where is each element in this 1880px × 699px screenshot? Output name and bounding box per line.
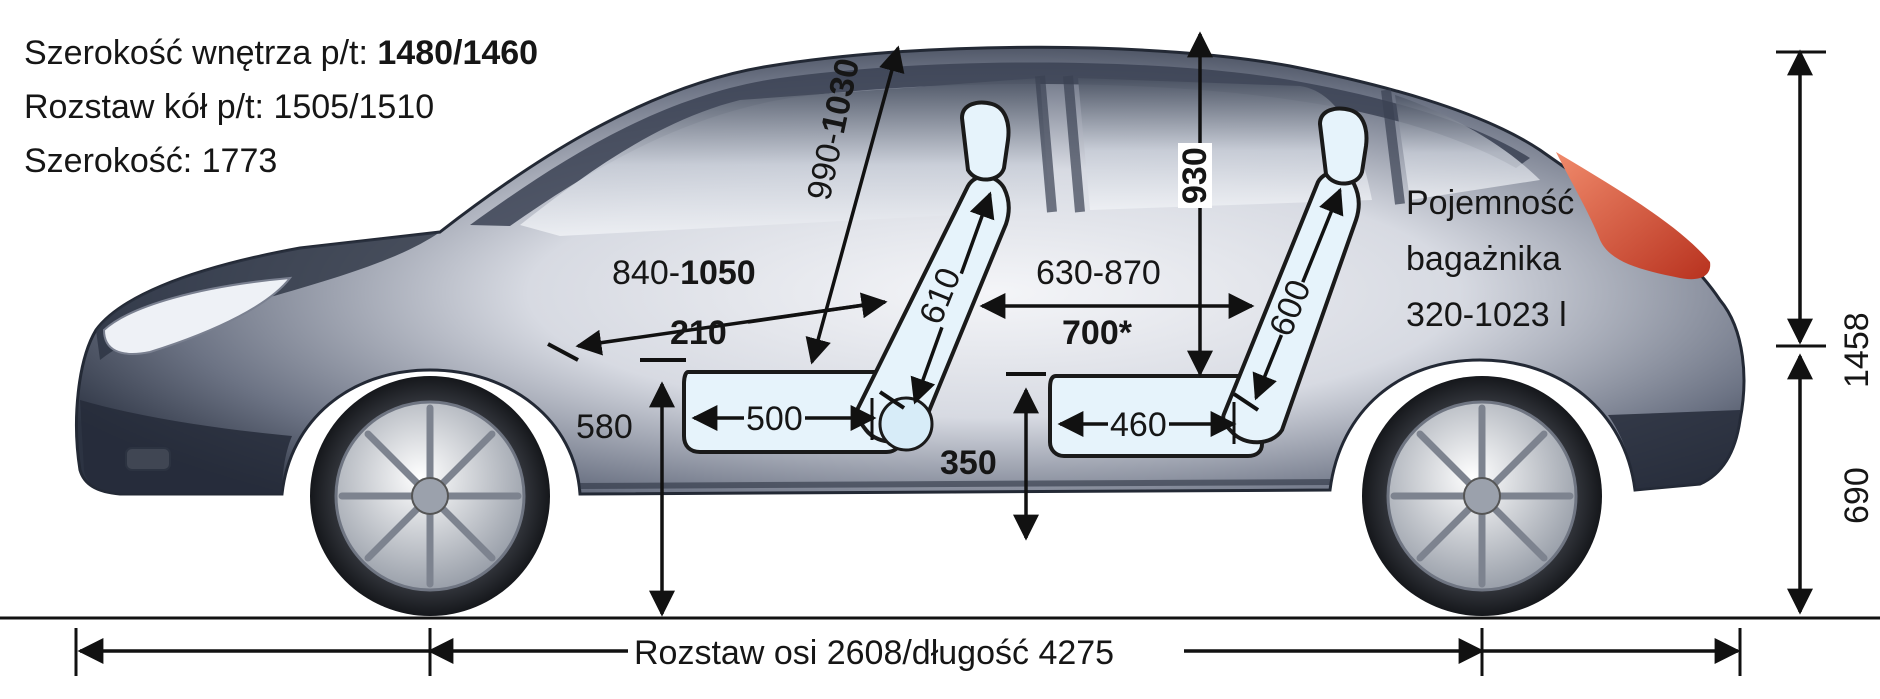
front-legroom-max: 1050 xyxy=(680,254,756,292)
front-seat-height-label: 580 xyxy=(576,408,633,446)
trunk-line3: 320-1023 l xyxy=(1406,296,1567,334)
front-headroom-arrow xyxy=(805,45,905,365)
front-legroom-label: 840-1050 xyxy=(612,256,756,290)
sill-height-label: 690 xyxy=(1838,467,1876,524)
length-label: Rozstaw osi 2608/długość 4275 xyxy=(634,634,1115,672)
spec-interior-width: Szerokość wnętrza p/t: 1480/1460 xyxy=(24,36,538,70)
rear-legroom-typical-label: 700* xyxy=(1062,314,1132,352)
rear-headroom-label: 930 xyxy=(1176,143,1214,208)
rear-legroom-range-label: 630-870 xyxy=(1036,254,1161,292)
trunk-line1: Pojemność xyxy=(1406,184,1575,222)
rear-seat-height-label: 350 xyxy=(940,444,997,482)
front-cushion-label: 210 xyxy=(670,314,727,352)
spec-interior-width-label: Szerokość wnętrza p/t: xyxy=(24,34,368,72)
trunk-line2: bagażnika xyxy=(1406,240,1562,278)
front-wheel xyxy=(310,376,550,616)
spec-width: Szerokość: 1773 xyxy=(24,144,277,178)
spec-interior-width-value: 1480/1460 xyxy=(377,34,539,72)
spec-track-label: Rozstaw kół p/t: xyxy=(24,88,264,126)
spec-track: Rozstaw kół p/t: 1505/1510 xyxy=(24,90,434,124)
rear-seat-depth-label: 460 xyxy=(1108,406,1169,444)
front-seat-depth-label: 500 xyxy=(744,400,805,438)
spec-width-label: Szerokość: xyxy=(24,142,193,180)
rear-wheel xyxy=(1362,376,1602,616)
length-label-bg xyxy=(628,630,1184,674)
dimension-arrows xyxy=(0,31,1880,676)
total-height-label: 1458 xyxy=(1838,312,1876,388)
front-legroom-min: 840- xyxy=(612,254,681,292)
spec-track-value: 1505/1510 xyxy=(273,88,435,126)
spec-width-value: 1773 xyxy=(201,142,278,180)
